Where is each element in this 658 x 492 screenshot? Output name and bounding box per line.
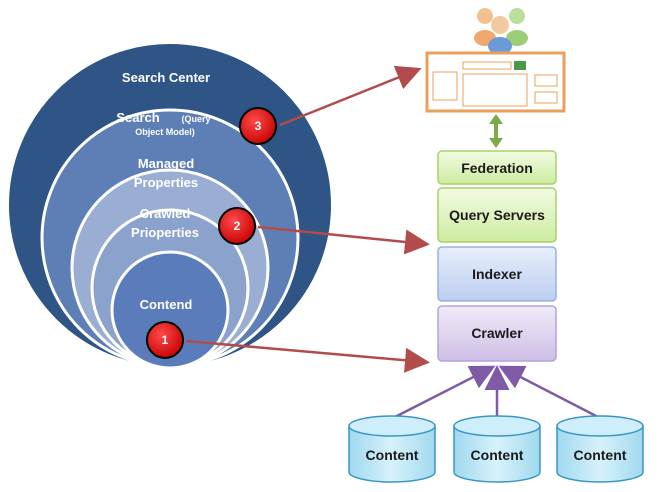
svg-text:3: 3 (255, 119, 262, 133)
content-database-1: Content (348, 415, 436, 483)
connector-arrows (185, 65, 430, 373)
badge-2: 2 (218, 207, 256, 245)
content-label-2: Content (471, 447, 524, 463)
svg-text:1: 1 (162, 333, 169, 347)
crawled-label-line2: Prioperties (131, 225, 199, 240)
managed-label-line2: Properties (134, 175, 198, 190)
contend-label: Contend (140, 297, 193, 312)
badge-3: 3 (239, 107, 277, 145)
bidirectional-arrow-icon (489, 114, 503, 148)
crawled-label-line1: Crawled (140, 206, 191, 221)
crawler-box: Crawler (437, 305, 557, 362)
search-note-line1: (Query (181, 114, 210, 124)
search-icon (514, 61, 526, 70)
content-database-3: Content (556, 415, 644, 483)
search-ui-icon (425, 51, 566, 113)
search-note-line2: Object Model) (135, 127, 195, 137)
svg-text:Query Servers: Query Servers (449, 207, 545, 223)
svg-text:Indexer: Indexer (472, 266, 522, 282)
arrow-properties-to-query (257, 225, 430, 255)
concentric-circles: Search Center Search (Query Object Model… (7, 42, 333, 370)
search-label: Search (116, 110, 159, 125)
federation-box: Federation (437, 150, 557, 185)
indexer-box: Indexer (437, 246, 557, 302)
arrow-search-to-ui (279, 65, 422, 127)
managed-label-line1: Managed (138, 156, 194, 171)
search-center-label: Search Center (122, 70, 210, 85)
arrow-content-to-crawler (185, 339, 430, 373)
svg-text:Crawler: Crawler (471, 325, 523, 341)
badge-1: 1 (146, 321, 184, 359)
source-arrows (392, 365, 601, 420)
inner-circle-contend (110, 250, 230, 370)
content-database-2: Content (453, 415, 541, 483)
content-label-3: Content (574, 447, 627, 463)
query-servers-box: Query Servers (437, 187, 557, 243)
svg-text:2: 2 (234, 219, 241, 233)
svg-text:Federation: Federation (461, 160, 533, 176)
users-icon (474, 8, 528, 55)
content-label-1: Content (366, 447, 419, 463)
